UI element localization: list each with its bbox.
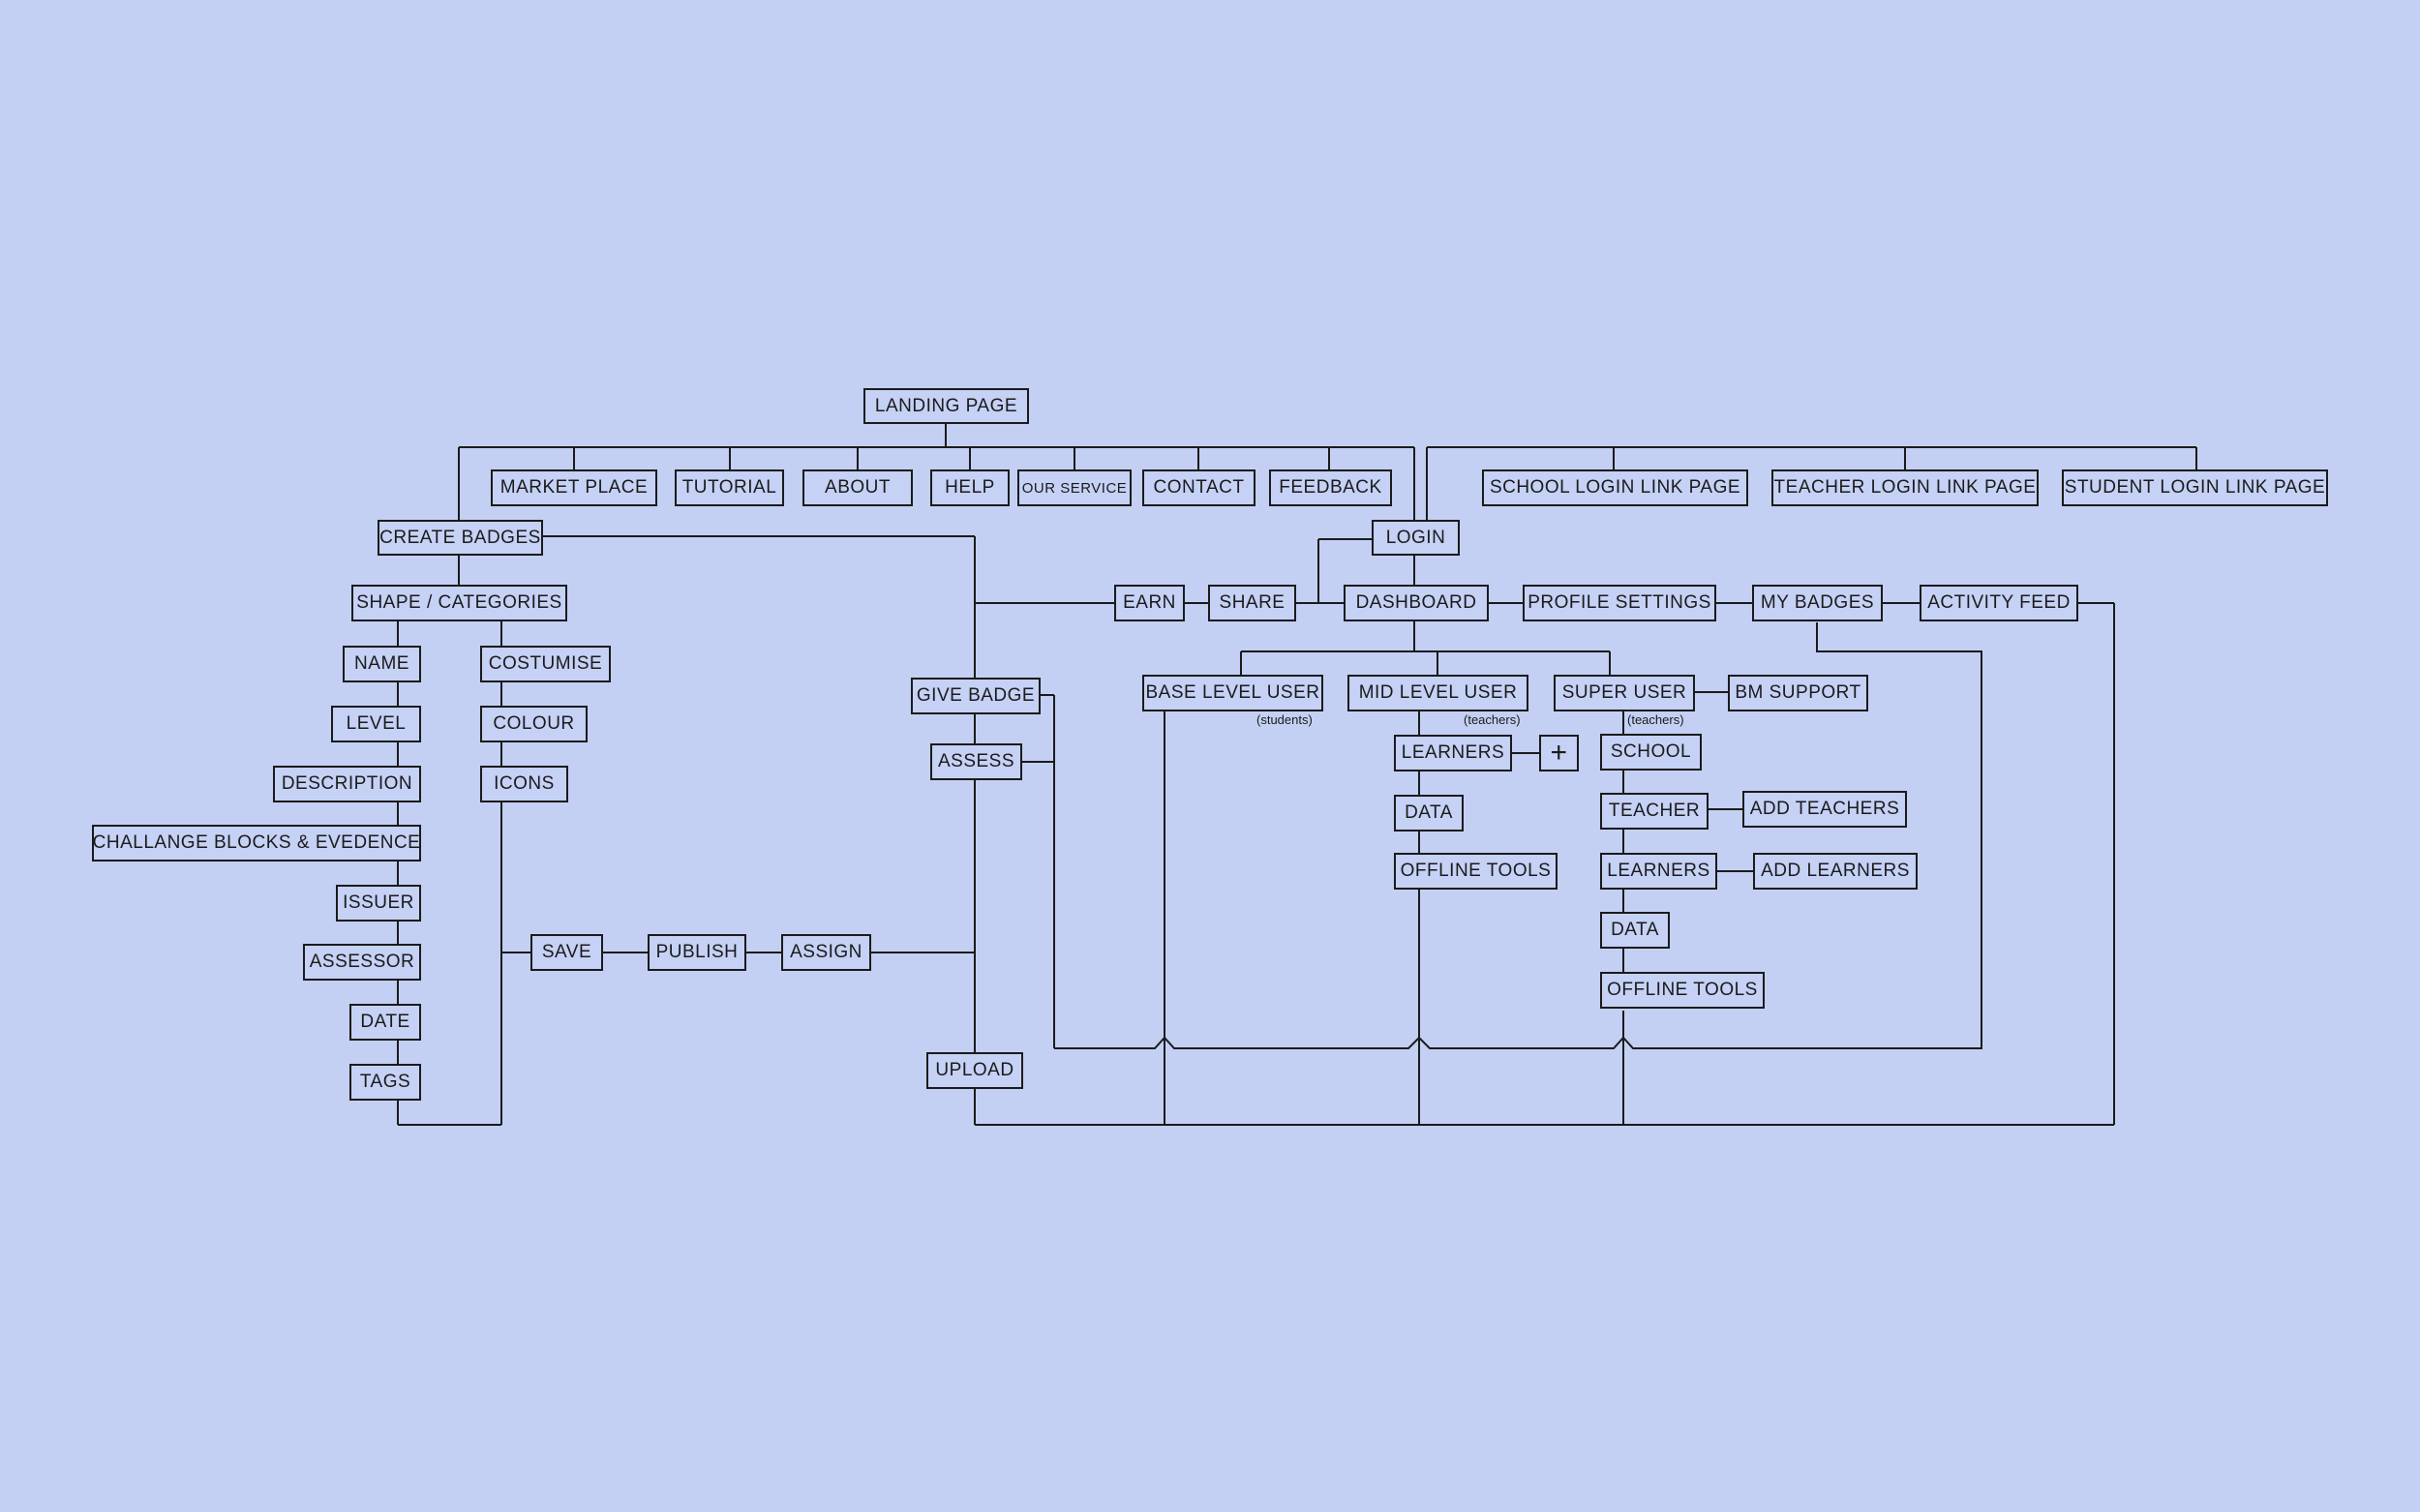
create-badges-node[interactable]: CREATE BADGES xyxy=(378,520,543,556)
help-node[interactable]: HELP xyxy=(930,469,1010,506)
student-login-link-page-node[interactable]: STUDENT LOGIN LINK PAGE xyxy=(2062,469,2328,506)
teacher-login-link-page-node[interactable]: TEACHER LOGIN LINK PAGE xyxy=(1771,469,2039,506)
challange-blocks-node[interactable]: CHALLANGE BLOCKS & EVEDENCE xyxy=(92,825,421,862)
earn-node[interactable]: EARN xyxy=(1114,585,1185,621)
tutorial-node[interactable]: TUTORIAL xyxy=(675,469,784,506)
offline-tools-mid-node[interactable]: OFFLINE TOOLS xyxy=(1394,853,1558,890)
costumise-node[interactable]: COSTUMISE xyxy=(480,646,611,682)
offline-tools-super-node[interactable]: OFFLINE TOOLS xyxy=(1600,972,1765,1009)
name-node[interactable]: NAME xyxy=(343,646,421,682)
description-node[interactable]: DESCRIPTION xyxy=(273,766,421,802)
about-node[interactable]: ABOUT xyxy=(802,469,913,506)
date-node[interactable]: DATE xyxy=(349,1004,421,1041)
add-learners-plus-button[interactable]: + xyxy=(1539,735,1579,771)
issuer-node[interactable]: ISSUER xyxy=(336,885,421,922)
profile-settings-node[interactable]: PROFILE SETTINGS xyxy=(1523,585,1716,621)
icons-node[interactable]: ICONS xyxy=(480,766,568,802)
assessor-node[interactable]: ASSESSOR xyxy=(303,944,421,981)
add-teachers-node[interactable]: ADD TEACHERS xyxy=(1742,791,1907,828)
landing-page-node[interactable]: LANDING PAGE xyxy=(863,388,1029,424)
publish-node[interactable]: PUBLISH xyxy=(648,934,746,971)
assess-node[interactable]: ASSESS xyxy=(930,743,1022,780)
add-learners-node[interactable]: ADD LEARNERS xyxy=(1753,853,1918,890)
assign-node[interactable]: ASSIGN xyxy=(781,934,871,971)
feedback-node[interactable]: FEEDBACK xyxy=(1269,469,1392,506)
dashboard-node[interactable]: DASHBOARD xyxy=(1344,585,1489,621)
tags-node[interactable]: TAGS xyxy=(349,1064,421,1101)
data-super-node[interactable]: DATA xyxy=(1600,912,1670,949)
data-mid-node[interactable]: DATA xyxy=(1394,795,1464,832)
our-service-node[interactable]: OUR SERVICE xyxy=(1017,469,1132,506)
upload-node[interactable]: UPLOAD xyxy=(926,1052,1023,1089)
school-login-link-page-node[interactable]: SCHOOL LOGIN LINK PAGE xyxy=(1482,469,1748,506)
login-node[interactable]: LOGIN xyxy=(1372,520,1460,556)
give-badge-node[interactable]: GIVE BADGE xyxy=(911,678,1041,714)
super-user-node[interactable]: SUPER USER xyxy=(1554,675,1695,711)
market-place-node[interactable]: MARKET PLACE xyxy=(491,469,657,506)
activity-feed-node[interactable]: ACTIVITY FEED xyxy=(1920,585,2078,621)
level-node[interactable]: LEVEL xyxy=(331,706,421,742)
learners-mid-node[interactable]: LEARNERS xyxy=(1394,735,1512,771)
colour-node[interactable]: COLOUR xyxy=(480,706,588,742)
teachers-note-mid: (teachers) xyxy=(1464,712,1521,727)
share-node[interactable]: SHARE xyxy=(1208,585,1296,621)
teacher-node[interactable]: TEACHER xyxy=(1600,793,1709,830)
contact-node[interactable]: CONTACT xyxy=(1142,469,1255,506)
learners-super-node[interactable]: LEARNERS xyxy=(1600,853,1717,890)
teachers-note-super: (teachers) xyxy=(1627,712,1684,727)
base-level-user-node[interactable]: BASE LEVEL USER xyxy=(1142,675,1323,711)
school-node[interactable]: SCHOOL xyxy=(1600,734,1702,771)
bm-support-node[interactable]: BM SUPPORT xyxy=(1728,675,1868,711)
save-node[interactable]: SAVE xyxy=(530,934,603,971)
my-badges-node[interactable]: MY BADGES xyxy=(1752,585,1883,621)
students-note: (students) xyxy=(1256,712,1313,727)
shape-categories-node[interactable]: SHAPE / CATEGORIES xyxy=(351,585,567,621)
mid-level-user-node[interactable]: MID LEVEL USER xyxy=(1347,675,1528,711)
